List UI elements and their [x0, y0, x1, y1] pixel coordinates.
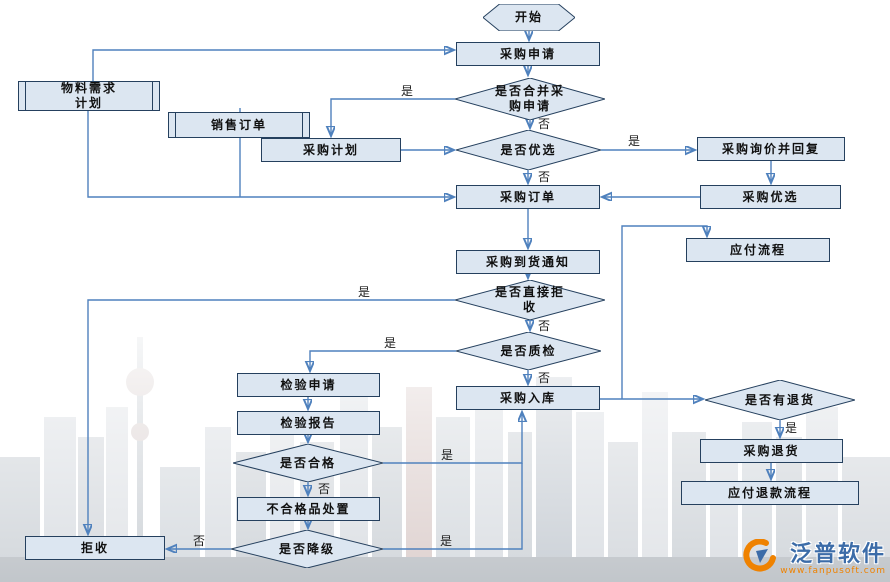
node-quality-check-decision: 是否质检 [456, 332, 601, 370]
edge-qualified-to-warehouse [383, 412, 522, 464]
node-label: 应付流程 [729, 242, 786, 257]
node-downgrade-decision: 是否降级 [231, 530, 383, 568]
node-label: 是否质检 [500, 343, 557, 358]
node-label: 采购退货 [743, 443, 800, 458]
node-purchase-plan: 采购计划 [261, 138, 401, 162]
node-inspection-request: 检验申请 [237, 373, 380, 397]
node-material-requirements-plan: 物料需求计划 [18, 81, 160, 111]
edge-label-yes-merge: 是 [401, 84, 413, 98]
node-qualified-decision: 是否合格 [233, 444, 383, 482]
node-refund-process: 应付退款流程 [681, 481, 859, 505]
start-hexagon-shape [483, 4, 575, 31]
edge-label-no-qualified: 否 [318, 482, 330, 496]
node-direct-reject-decision: 是否直接拒收 [455, 280, 605, 320]
node-nonconforming-disposal: 不合格品处置 [237, 497, 380, 521]
node-label: 采购到货通知 [485, 254, 570, 269]
edge-label-no-downgrade: 否 [193, 534, 205, 548]
edge-label-yes-quality: 是 [384, 336, 396, 350]
fanpu-logo-icon [743, 539, 777, 572]
node-start: 开始 [483, 4, 575, 31]
watermark-url: www.fanpusoft.com [780, 566, 886, 576]
watermark-brand: 泛普软件 [789, 542, 886, 567]
edge-materialplan-to-request [92, 50, 454, 81]
node-return-decision: 是否有退货 [705, 380, 855, 420]
edge-merge-to-plan [331, 98, 455, 136]
node-purchase-request: 采购申请 [456, 42, 600, 66]
node-label: 采购订单 [499, 189, 556, 204]
node-label: 采购入库 [499, 390, 556, 405]
edge-label-yes-downgrade: 是 [440, 534, 452, 548]
node-purchase-optimize: 采购优选 [700, 185, 841, 209]
node-label: 采购计划 [302, 142, 359, 157]
node-label: 是否合并采购申请 [494, 84, 565, 113]
edge-label-no-optimize: 否 [538, 170, 550, 184]
edge-downgrade-to-warehouse [383, 463, 523, 550]
node-label: 采购申请 [499, 46, 556, 61]
edge-label-no-directreject: 否 [538, 319, 550, 333]
watermark: 泛普软件 www.fanpusoft.com [742, 536, 886, 576]
node-warehouse-in: 采购入库 [456, 386, 600, 410]
node-label: 是否直接拒收 [494, 285, 565, 314]
node-optimize-decision: 是否优选 [456, 130, 601, 170]
node-purchase-order: 采购订单 [456, 185, 600, 209]
diamond-shape [455, 78, 605, 120]
node-label: 检验报告 [280, 415, 337, 430]
node-label: 应付退款流程 [727, 485, 812, 500]
node-label: 是否降级 [278, 541, 335, 556]
node-label: 销售订单 [210, 117, 267, 132]
connector-lines [88, 31, 780, 549]
node-label: 拒收 [80, 540, 109, 555]
watermark-text: 泛普软件 www.fanpusoft.com [780, 536, 886, 576]
edge-label-yes-qualified: 是 [441, 448, 453, 462]
node-payable-process: 应付流程 [686, 238, 830, 262]
node-merge-decision: 是否合并采购申请 [455, 78, 605, 120]
node-sales-order: 销售订单 [168, 112, 310, 138]
edge-label-yes-return: 是 [785, 421, 797, 435]
edge-label-no-quality: 否 [538, 371, 550, 385]
node-label: 采购优选 [742, 189, 799, 204]
node-label: 物料需求计划 [60, 81, 117, 110]
node-label: 检验申请 [280, 377, 337, 392]
node-inquiry-reply: 采购询价并回复 [697, 137, 845, 161]
edge-label-yes-directreject: 是 [358, 285, 370, 299]
edge-quality-to-inspreq [310, 350, 456, 371]
node-label: 是否有退货 [744, 392, 815, 407]
node-label: 是否合格 [279, 455, 336, 470]
node-inspection-report: 检验报告 [237, 411, 380, 435]
node-arrival-notice: 采购到货通知 [456, 250, 600, 274]
edge-label-yes-optimize: 是 [628, 134, 640, 148]
node-reject: 拒收 [25, 536, 165, 560]
node-label: 不合格品处置 [266, 501, 351, 516]
node-label: 是否优选 [500, 142, 557, 157]
node-label: 采购询价并回复 [721, 141, 820, 156]
node-label: 开始 [514, 10, 543, 24]
node-purchase-return: 采购退货 [700, 439, 843, 463]
diamond-shape [456, 130, 601, 170]
